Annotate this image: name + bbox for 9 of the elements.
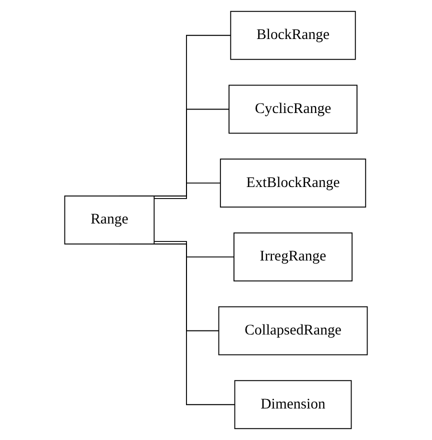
node-box: BlockRange [230, 10, 356, 60]
connector [154, 240, 234, 258]
node-box: CollapsedRange [218, 306, 368, 356]
node-box: ExtBlockRange [220, 158, 366, 208]
node-box: IrregRange [234, 232, 353, 282]
node-box: Range [64, 196, 155, 244]
connector [154, 182, 221, 200]
node-box: CyclicRange [228, 84, 358, 134]
node-box: Dimension [234, 380, 352, 430]
